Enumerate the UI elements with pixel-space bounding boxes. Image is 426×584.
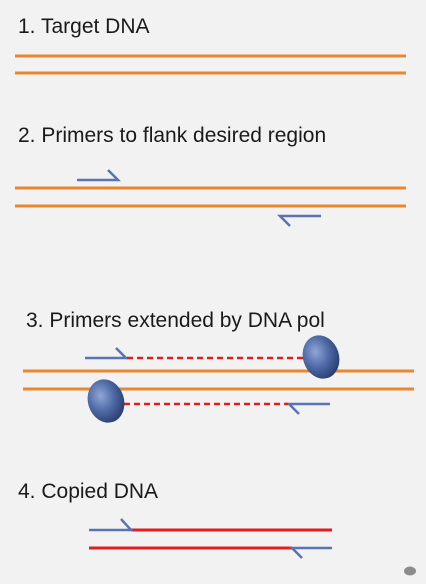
step-4-copied-dna <box>89 518 332 559</box>
step-4-label: 4. Copied DNA <box>18 480 159 503</box>
step-1-target-dna <box>15 54 406 75</box>
forward-primer <box>89 518 134 532</box>
dna-polymerase-icon <box>302 335 340 379</box>
dna-polymerase-icon <box>87 379 125 423</box>
forward-primer <box>77 169 122 182</box>
forward-primer <box>85 347 130 360</box>
step-1-label: 1. Target DNA <box>18 15 150 38</box>
step-2-primers <box>15 169 406 227</box>
reverse-primer <box>276 214 321 227</box>
reverse-primer <box>285 402 330 415</box>
corner-dot-icon <box>404 566 416 576</box>
step-3-label: 3. Primers extended by DNA pol <box>26 309 325 332</box>
step-2-label: 2. Primers to flank desired region <box>18 124 327 147</box>
reverse-primer <box>288 546 332 559</box>
step-3-extension <box>23 335 414 423</box>
